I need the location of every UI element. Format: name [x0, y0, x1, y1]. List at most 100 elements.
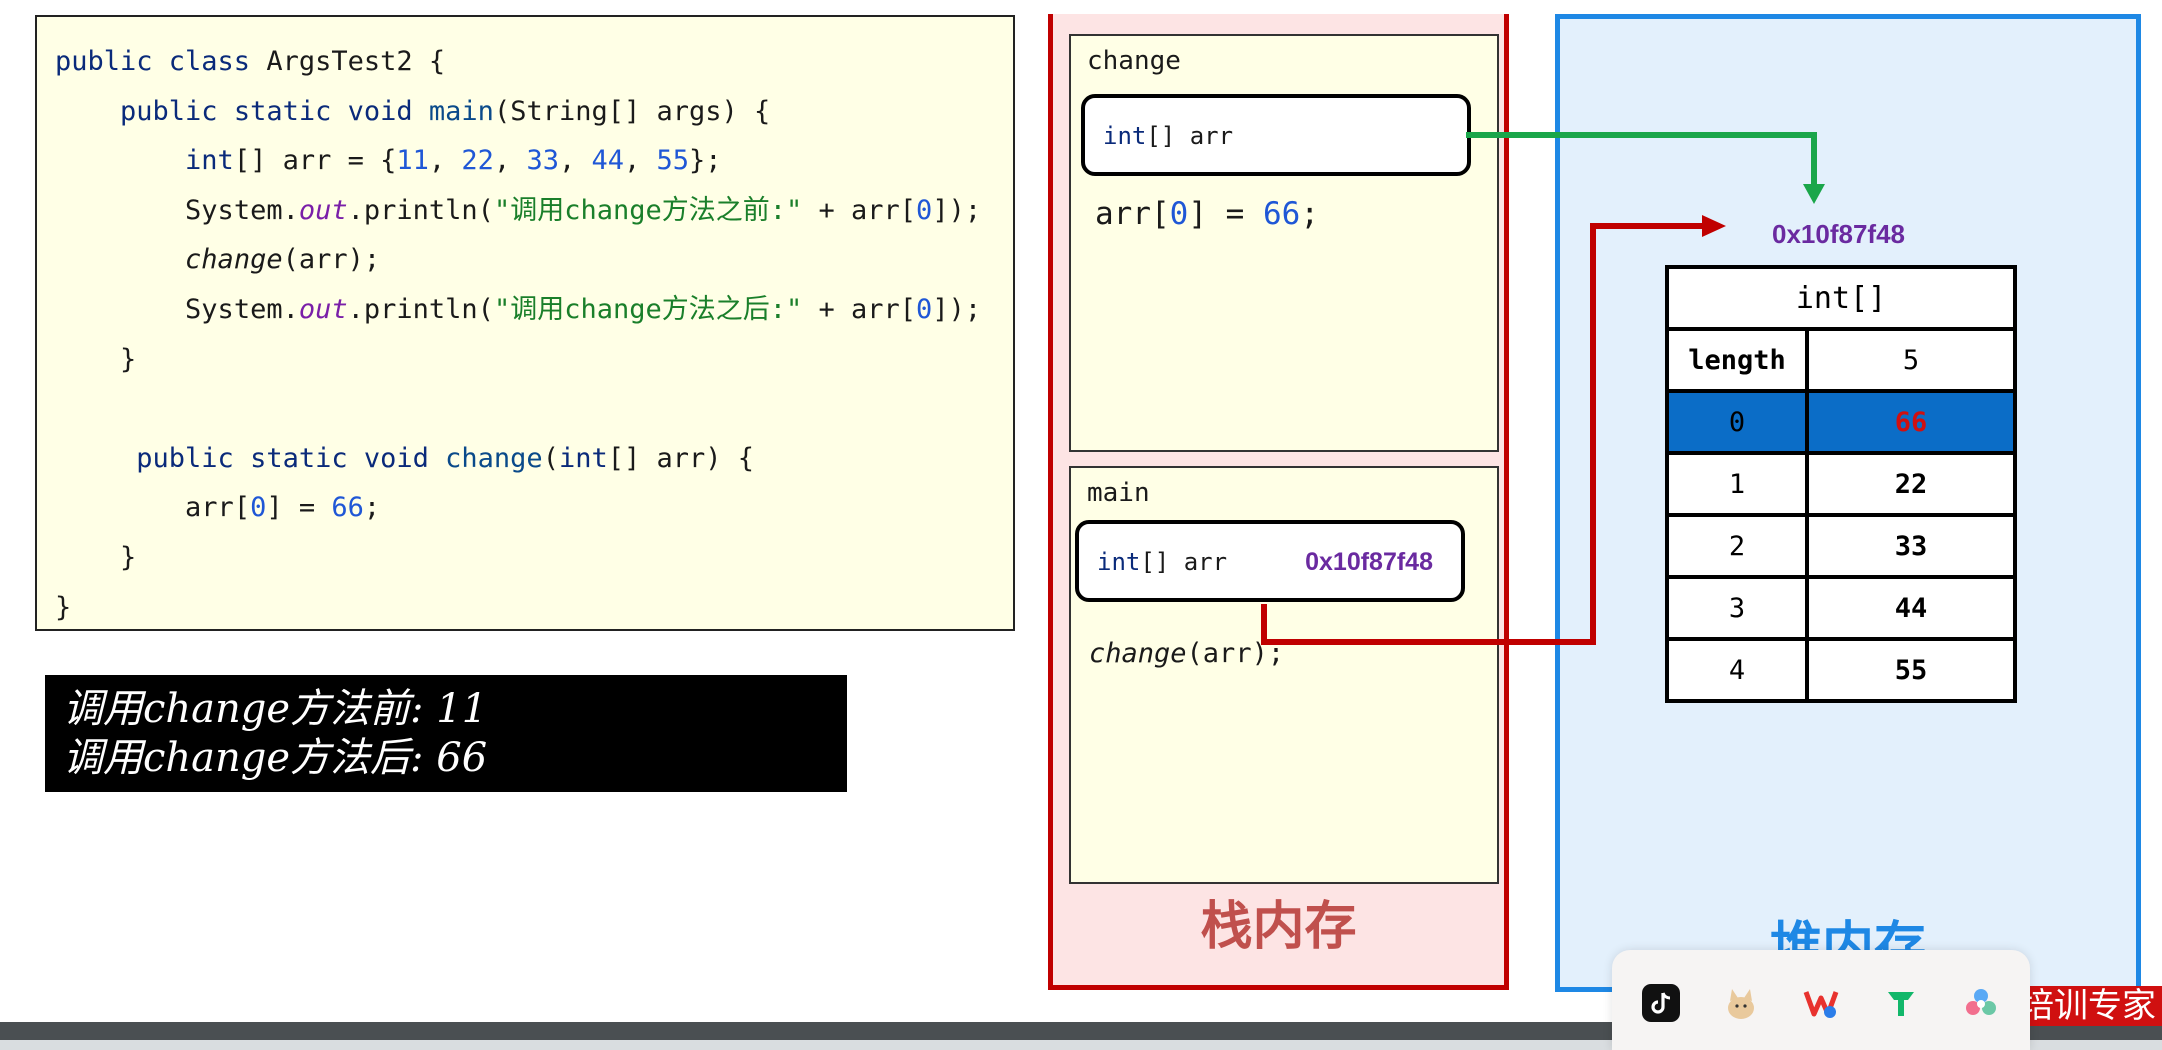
code-text: [] arr [1146, 122, 1234, 150]
code-text: System. [185, 194, 299, 226]
code-text: arr[ [1095, 196, 1170, 232]
code-line: change(arr); [55, 235, 1013, 285]
code-text: }; [689, 145, 722, 177]
code-type: int [185, 145, 234, 177]
code-line: public static void change(int[] arr) { [55, 434, 1013, 484]
code-text: } [55, 591, 72, 623]
code-number: 44 [591, 145, 624, 177]
console-line: 调用change方法后: 66 [63, 735, 488, 781]
code-number: 66 [331, 492, 364, 524]
app-dock [1612, 950, 2030, 1050]
frame-title: change [1087, 46, 1181, 76]
code-text: arr[ [185, 492, 251, 524]
code-line: int[] arr = {11, 22, 33, 44, 55}; [185, 145, 722, 177]
cloud-app-icon[interactable] [1962, 984, 2000, 1022]
array-row: 2 33 [1665, 513, 2017, 579]
stack-memory: change int[] arr arr[0] = 66; main int[]… [1048, 14, 1509, 990]
frame-statement: arr[0] = 66; [1095, 196, 1319, 232]
stack-frame-change: change int[] arr arr[0] = 66; [1069, 34, 1499, 452]
code-number: 55 [656, 145, 690, 177]
array-value: 33 [1805, 513, 2017, 579]
code-text: [] arr = { [233, 145, 397, 177]
code-text: [] arr [1140, 548, 1228, 576]
array-row: 3 44 [1665, 575, 2017, 641]
stack-label: 栈内存 [1200, 897, 1357, 957]
array-row-highlighted: 0 66 [1665, 389, 2017, 455]
console-output: 调用change方法前: 11 调用change方法后: 66 [45, 675, 847, 792]
console-line: 调用change方法前: 11 [63, 686, 488, 732]
code-text: System. [185, 293, 299, 325]
code-method: main [428, 95, 494, 127]
code-text: .println( [347, 194, 494, 226]
variable-box: int[] arr 0x10f87f48 [1075, 520, 1465, 602]
code-number: 0 [916, 194, 933, 226]
code-text: + arr[ [802, 293, 917, 325]
code-line: } [55, 533, 1013, 583]
code-text: } [120, 541, 137, 573]
array-type: int[] [1665, 265, 2017, 331]
code-line: } [55, 335, 1013, 385]
variable-address: 0x10f87f48 [1305, 548, 1433, 576]
code-string: "调用change方法之前:" [493, 194, 803, 226]
code-line: System.out.println("调用change方法之后:" + arr… [55, 285, 1013, 335]
code-text: ]); [932, 293, 982, 325]
code-line: arr[0] = 66; [55, 483, 1013, 533]
code-text: ] = [266, 492, 332, 524]
variable-label: int[] arr [1103, 122, 1233, 150]
length-value: 5 [1805, 327, 2017, 393]
array-row: 4 55 [1665, 637, 2017, 703]
array-value: 44 [1805, 575, 2017, 641]
code-line: } [55, 583, 1013, 633]
code-number: 66 [1262, 196, 1301, 232]
code-number: 33 [526, 145, 559, 177]
wps-icon[interactable] [1802, 984, 1840, 1022]
array-length-row: length 5 [1665, 327, 2017, 393]
variable-box: int[] arr [1081, 94, 1471, 176]
code-number: 0 [916, 293, 933, 325]
code-type: int [1097, 548, 1141, 576]
code-line: System.out.println("调用change方法之前:" + arr… [55, 186, 1013, 236]
code-panel: public class ArgsTest2 { public static v… [35, 15, 1015, 631]
brand-banner: 培训专家 [2000, 986, 2162, 1026]
code-text: } [120, 343, 137, 375]
stack-frame-main: main int[] arr 0x10f87f48 change(arr); [1069, 466, 1499, 884]
green-app-icon[interactable] [1882, 984, 1920, 1022]
array-row: 1 22 [1665, 451, 2017, 517]
code-field: out [298, 194, 348, 226]
code-text: (arr); [282, 244, 381, 276]
change-reference-arrow [1466, 132, 1817, 188]
array-index: 0 [1665, 389, 1809, 455]
code-line: public class ArgsTest2 { [55, 37, 1013, 87]
code-text: + arr[ [802, 194, 917, 226]
code-text: ( [542, 442, 559, 474]
tiktok-icon[interactable] [1642, 984, 1680, 1022]
array-header-row: int[] [1665, 265, 2017, 331]
code-text: [] arr) { [607, 442, 755, 474]
bottom-bar-strip [0, 1040, 2162, 1050]
heap-memory: 0x10f87f48 int[] length 5 0 66 1 22 2 33… [1555, 14, 2141, 992]
cat-app-icon[interactable] [1722, 984, 1760, 1022]
code-text: ] = [1188, 196, 1263, 232]
code-line: public static void main(String[] args) { [55, 87, 1013, 137]
array-value: 22 [1805, 451, 2017, 517]
array-index: 4 [1665, 637, 1809, 703]
code-text: (String[] args) { [493, 95, 771, 127]
length-key: length [1665, 327, 1809, 393]
code-call: change [185, 244, 283, 276]
code-text: ArgsTest2 { [266, 46, 446, 77]
change-arrow-head [1803, 184, 1825, 204]
code-keyword: public static void [136, 442, 429, 474]
array-index: 1 [1665, 451, 1809, 517]
array-value: 66 [1805, 389, 2017, 455]
code-method: change [445, 442, 543, 474]
frame-title: main [1087, 478, 1150, 508]
array-index: 3 [1665, 575, 1809, 641]
code-text: ]); [932, 194, 982, 226]
code-number: 0 [250, 492, 267, 524]
code-text: ; [363, 492, 381, 524]
code-field: out [298, 293, 348, 325]
heap-address: 0x10f87f48 [1772, 219, 1905, 249]
code-text: .println( [347, 293, 494, 325]
code-text: ; [1300, 196, 1319, 232]
